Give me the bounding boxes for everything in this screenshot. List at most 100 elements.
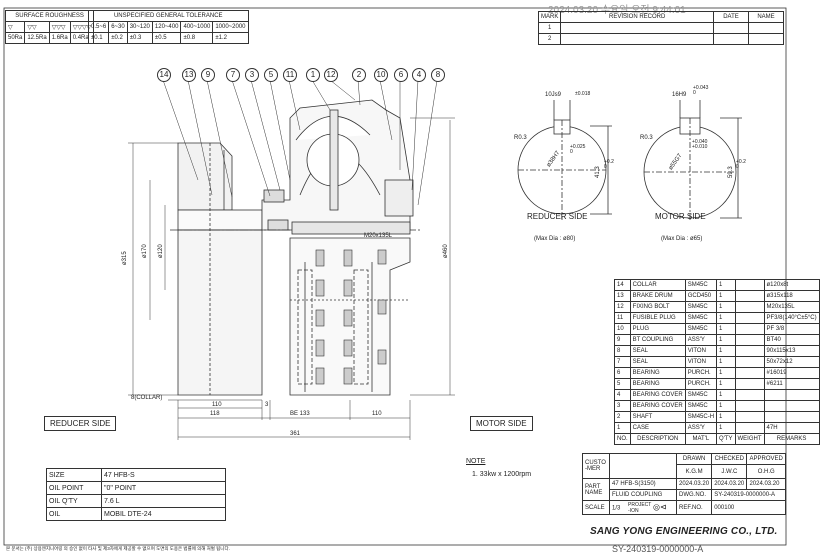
- note-text: 1. 33kw x 1200rpm: [472, 471, 532, 478]
- footer-copyright: 본 문서는 (주) 상용엔지니어링 의 승인 없이 타사 및 제3자에게 제공할…: [6, 546, 230, 551]
- bom-cell: PLUG: [629, 323, 686, 335]
- bom-cell: SM45C: [684, 312, 718, 324]
- bom-cell: #16019: [763, 367, 820, 379]
- bom-header: WEIGHT: [734, 433, 765, 445]
- keyway-reducer-bore-tol: +0.025 0: [570, 144, 586, 155]
- reducer-side-label: REDUCER SIDE: [44, 416, 117, 431]
- part-balloon: 14: [157, 68, 171, 82]
- tolerance-range: 400~1000: [180, 21, 214, 33]
- roughness-value: 12.5Ra: [24, 32, 50, 44]
- dim-361: 361: [290, 431, 301, 437]
- bom-cell: SM45C: [684, 389, 718, 401]
- general-tolerance-table: UNSPECIFIED GENERAL TOLERANCE 0.5~6 6~30…: [87, 10, 249, 44]
- approved-label: APPROVED: [746, 453, 786, 465]
- bom-cell: 1: [614, 422, 631, 434]
- bom-cell: FUSIBLE PLUG: [629, 312, 686, 324]
- bom-cell: VITON: [684, 345, 718, 357]
- bom-cell: 14: [614, 279, 631, 291]
- bom-cell: 5: [614, 378, 631, 390]
- dim-d460: ø460: [443, 244, 449, 258]
- leader-lines: [162, 79, 438, 206]
- keyway-motor-max: (Max Dia : ø65): [661, 236, 703, 242]
- tolerance-value: ±0.2: [108, 32, 128, 44]
- tolerance-range: 30~120: [126, 21, 153, 33]
- bom-cell: 1: [716, 367, 736, 379]
- spec-value: 47 HFB-S: [101, 468, 226, 482]
- bom-cell: [734, 279, 765, 291]
- dwg-no-label: DWG.NO.: [675, 489, 713, 501]
- bom-cell: SM45C: [684, 301, 718, 313]
- bom-cell: SM45C-H: [684, 411, 718, 423]
- bom-cell: [734, 367, 765, 379]
- bom-cell: PF 3/8: [763, 323, 820, 335]
- keyway-reducer-caption: REDUCER SIDE: [527, 212, 588, 221]
- bom-cell: SEAL: [629, 345, 686, 357]
- keyway-reducer-width: 10Js9: [545, 92, 562, 98]
- dim-d315: ø315: [122, 251, 128, 265]
- keyway-reducer-drawing: [517, 100, 612, 220]
- bottom-dwg-number: SY-240319-0000000-A: [612, 544, 704, 554]
- bom-cell: 1: [716, 312, 736, 324]
- spec-row: OIL POINT"0" POINT: [46, 481, 226, 495]
- part-balloon: 11: [283, 68, 297, 82]
- dim-118: 118: [210, 411, 220, 417]
- part-balloon: 5: [264, 68, 278, 82]
- scale-value: 1/3: [612, 505, 621, 512]
- bom-cell: 12: [614, 301, 631, 313]
- bom-cell: [734, 323, 765, 335]
- ref-no-label: REF.NO.: [675, 500, 713, 515]
- company-name: SANG YONG ENGINEERING CO., LTD.: [590, 526, 778, 537]
- tolerance-range: 120~400: [151, 21, 182, 33]
- tolerance-value: ±0.5: [151, 32, 182, 44]
- bom-cell: ø315x118: [763, 290, 820, 302]
- bom-cell: [734, 301, 765, 313]
- bom-cell: #6211: [763, 378, 820, 390]
- keyway-reducer-width-tol: ±0.018: [575, 91, 591, 97]
- title-block: CUSTO -MER DRAWN CHECKED APPROVED K.G.M …: [582, 453, 786, 515]
- bom-cell: ø120x8t: [763, 279, 820, 291]
- spec-value: "0" POINT: [101, 481, 226, 495]
- bom-cell: BT COUPLING: [629, 334, 686, 346]
- surface-roughness-title: SURFACE ROUGHNESS: [4, 10, 95, 22]
- bom-cell: 1: [716, 279, 736, 291]
- dimension-lines: [128, 117, 455, 440]
- bom-cell: [734, 356, 765, 368]
- part-name-line2: FLUID COUPLING: [609, 489, 677, 501]
- bom-header: Q'TY: [716, 433, 736, 445]
- bom-cell: 1: [716, 389, 736, 401]
- keyway-reducer-max: (Max Dia : ø80): [534, 236, 576, 242]
- keyway-motor-depth: 59.3: [728, 166, 734, 178]
- bom-header: NO.: [614, 433, 631, 445]
- bom-cell: VITON: [684, 356, 718, 368]
- bom-cell: BEARING: [629, 378, 686, 390]
- bom-cell: 4: [614, 389, 631, 401]
- dim-collar: 8(COLLAR): [131, 395, 163, 401]
- dim-3: 3: [265, 402, 269, 408]
- bom-cell: [734, 411, 765, 423]
- bom-cell: 1: [716, 334, 736, 346]
- bom-cell: BEARING COVER: [629, 389, 686, 401]
- keyway-motor-caption: MOTOR SIDE: [655, 212, 706, 221]
- dim-be: BE 133: [290, 411, 310, 417]
- bom-cell: PURCH.: [684, 378, 718, 390]
- bom-cell: [734, 389, 765, 401]
- bom-cell: SM45C: [684, 279, 718, 291]
- tolerance-range: 1000~2000: [212, 21, 249, 33]
- spec-label: OIL: [46, 507, 102, 521]
- motor-side-label: MOTOR SIDE: [470, 416, 533, 431]
- bom-header: DESCRIPTION: [629, 433, 686, 445]
- keyway-motor-radius: R0.3: [640, 135, 653, 141]
- bom-cell: SEAL: [629, 356, 686, 368]
- bom-cell: 1: [716, 323, 736, 335]
- bom-cell: 1: [716, 400, 736, 412]
- part-balloon: 9: [201, 68, 215, 82]
- part-balloon: 13: [182, 68, 196, 82]
- bom-cell: GCD450: [684, 290, 718, 302]
